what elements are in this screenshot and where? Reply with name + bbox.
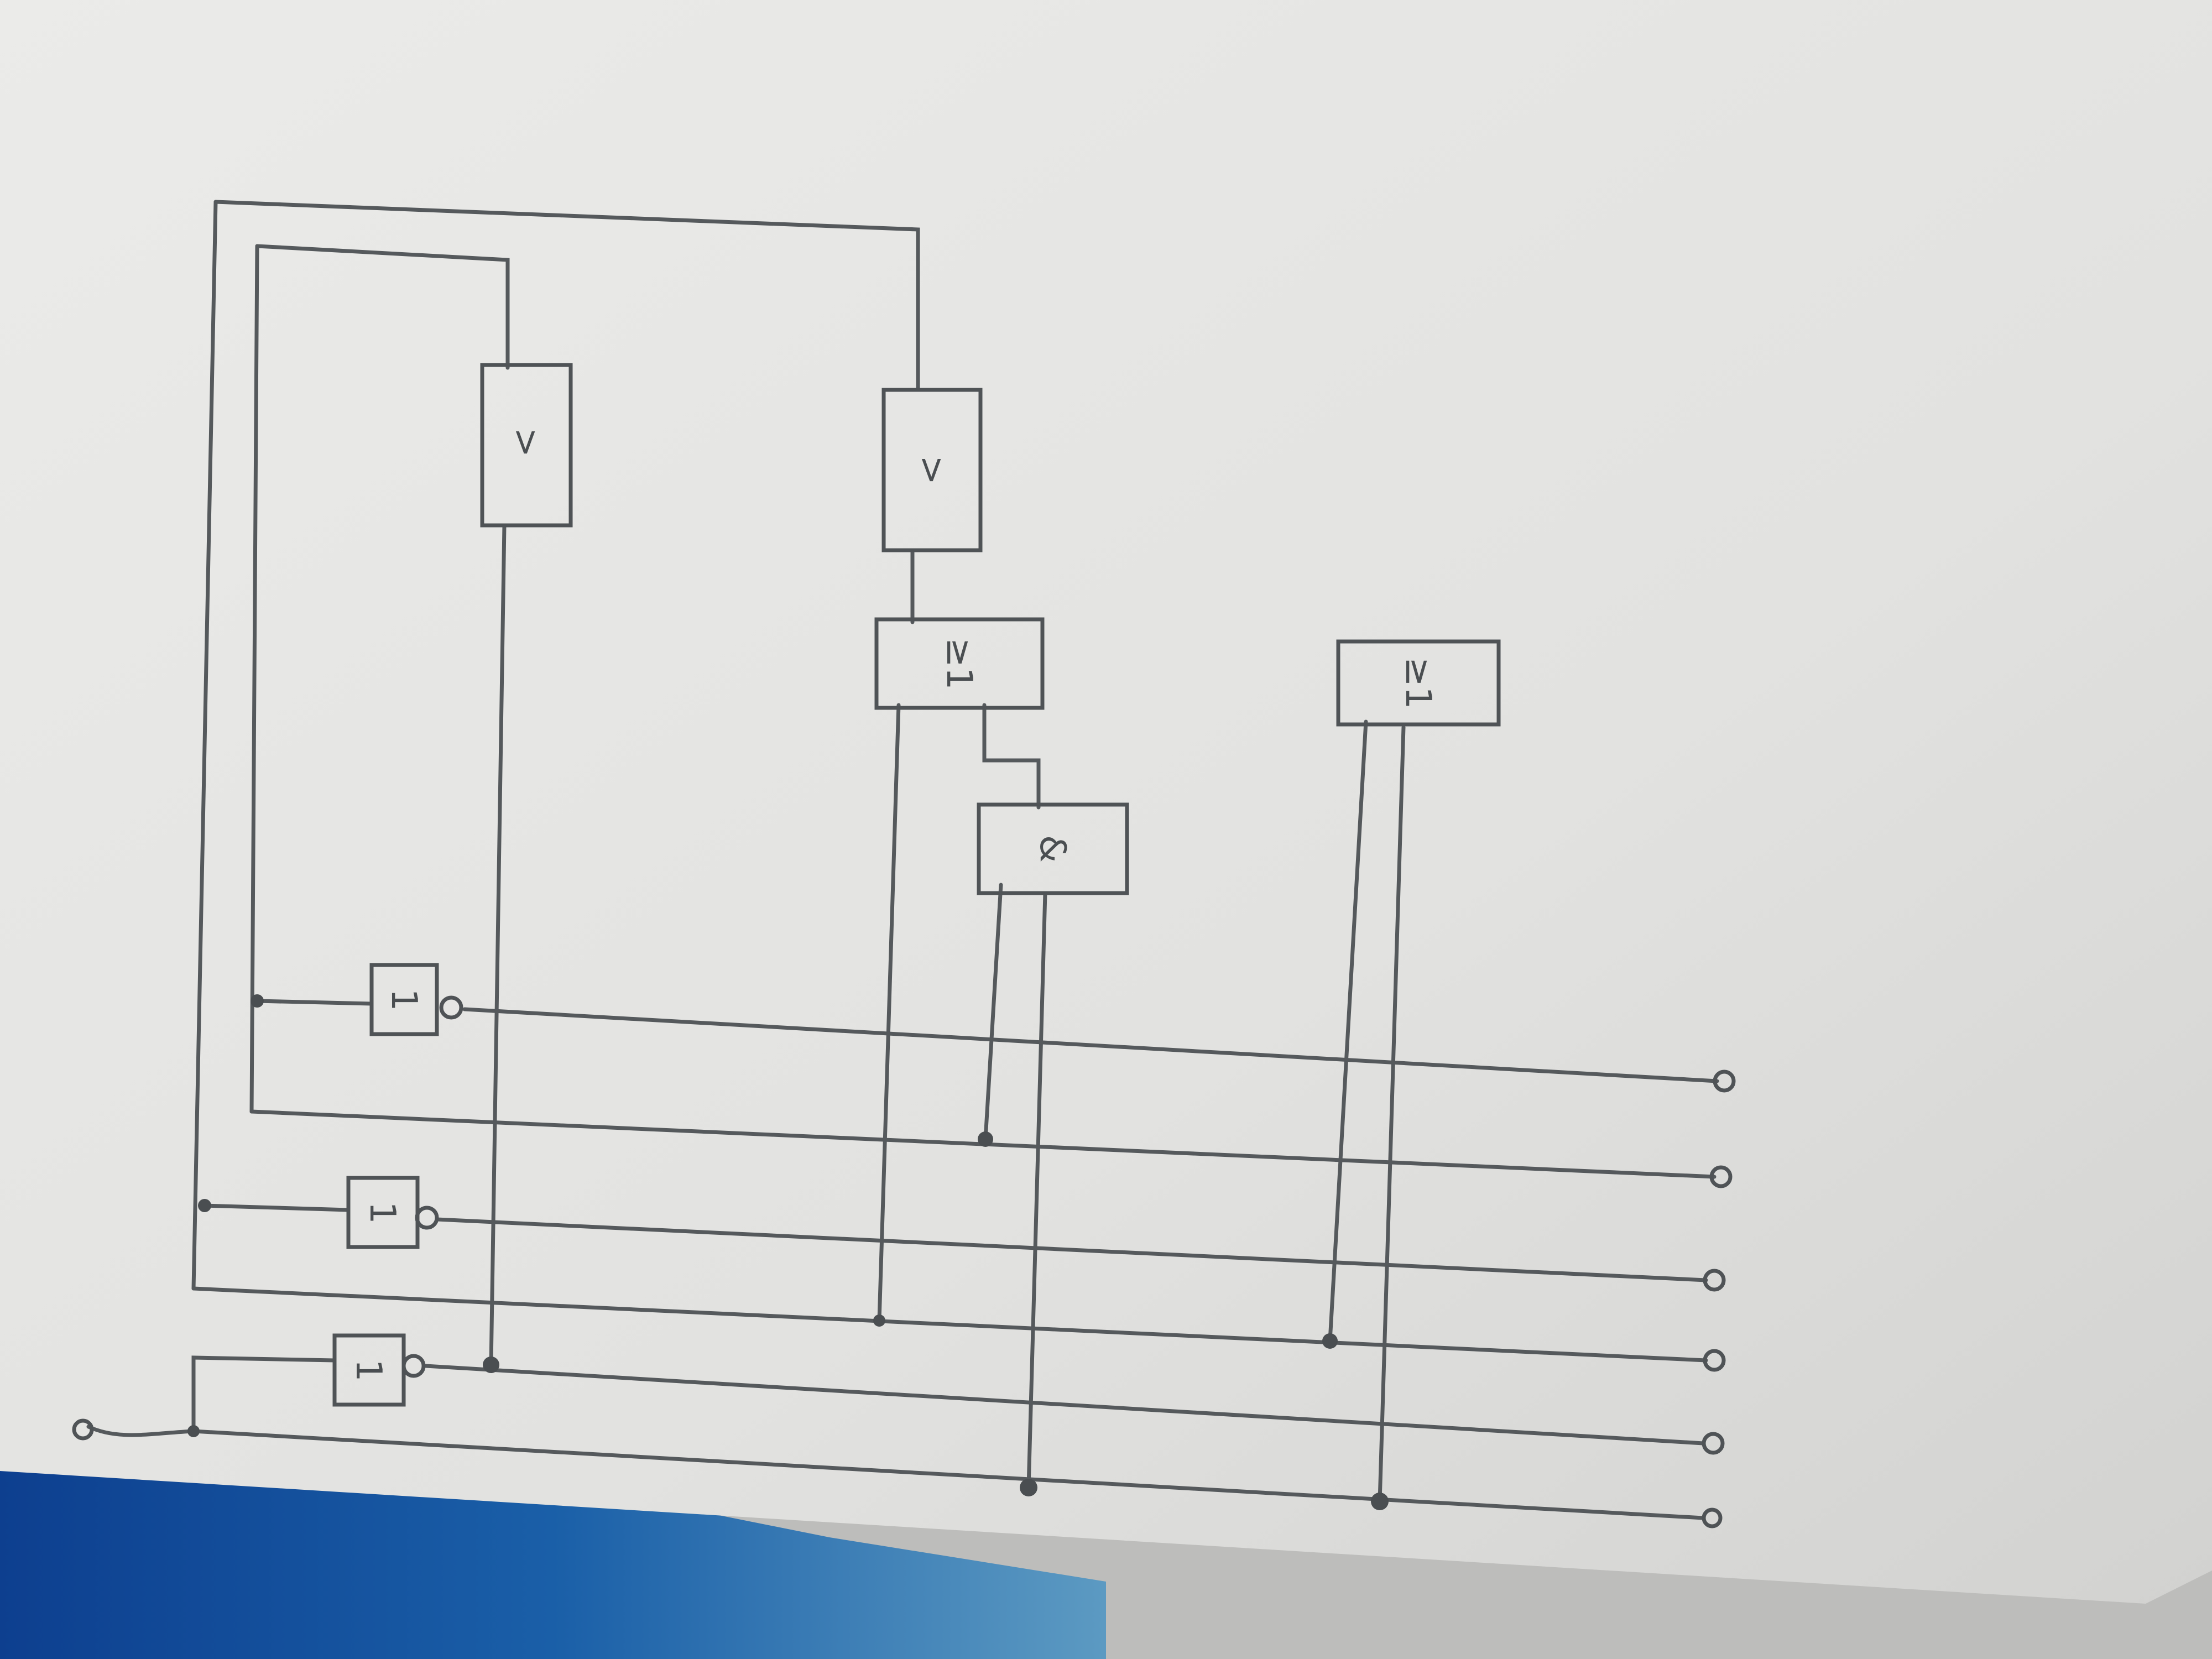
output-terminal [1702,1432,1725,1455]
rail-5 [424,1364,1705,1446]
not1-label: 1 [383,989,424,1011]
junction-dot [483,1357,499,1373]
not2-input-stub [202,1203,351,1212]
junction-dot [978,1131,993,1147]
output-terminal [1713,1070,1736,1093]
or2-lead-left [1328,719,1368,1343]
rect-block-lower: > [881,388,983,552]
paper-sheet [0,0,2212,1604]
or1-left-lead [877,703,901,1323]
junction-dot [1020,1479,1037,1496]
left-vertical-inner [249,244,259,1114]
or2-lead-right [1378,725,1406,1504]
or-gate-2: ≥1 [1336,639,1501,727]
rail-4 [191,1286,1708,1363]
not-gate-1: 1 [369,963,463,1036]
not-gate-2: 1 [346,1176,439,1249]
junction-dot [873,1314,885,1327]
or2-label: ≥1 [1397,657,1438,709]
rail-3 [435,1217,1708,1282]
junction-dot [198,1199,211,1212]
rail-6 [191,1429,1705,1520]
blue-cloth [0,1465,1106,1659]
not3-input-stub [191,1355,337,1433]
and-gate: & [977,802,1129,895]
output-terminal [1703,1349,1726,1372]
upper-rect-stem [489,523,507,1367]
left-vertical-outer [191,200,218,1291]
junction-dot [1371,1493,1389,1510]
or-gate-1: ≥1 [874,617,1045,710]
and-lead-right [1026,891,1047,1490]
output-terminal [1703,1269,1726,1292]
rail-1 [462,1007,1719,1083]
not2-label: 1 [362,1202,403,1224]
rect-block-upper: > [480,363,573,528]
and-lead-left [983,883,1003,1141]
output-terminal [1709,1165,1733,1188]
rect-lower-label: > [911,455,952,485]
not3-label: 1 [348,1359,389,1382]
not-gate-3: 1 [332,1333,426,1407]
junction-dot [187,1425,200,1437]
outer-loop-wire [213,200,920,392]
and-label: & [1032,835,1073,863]
rect-upper-label: > [505,427,546,457]
output-terminal [1702,1507,1723,1528]
or1-to-and-wire [982,703,1041,810]
input-wire-left [86,1425,196,1437]
or1-label: ≥1 [938,638,979,690]
not1-input-stub [255,999,374,1006]
input-terminal [72,1418,94,1441]
inner-loop-wire [255,244,510,370]
junction-dot [251,994,264,1008]
junction-dot [1322,1333,1338,1349]
